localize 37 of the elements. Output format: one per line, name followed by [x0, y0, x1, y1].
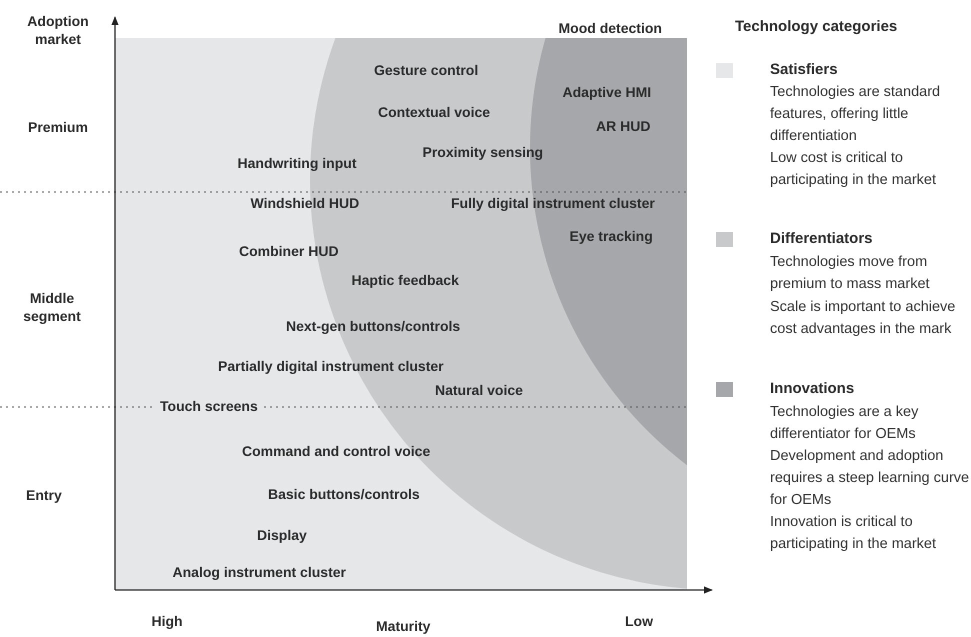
category-description: Innovation is critical to participating in the market — [770, 513, 938, 554]
technology-label: Basic buttons/controls — [268, 485, 420, 503]
category-description: Development and adoption requires a steep learning curve for OEMs — [770, 447, 970, 510]
technology-label: Gesture control — [374, 61, 478, 79]
tier-label: Entry — [26, 486, 62, 504]
technology-label: Haptic feedback — [352, 271, 459, 289]
technology-label: Handwriting input — [238, 154, 356, 172]
technology-label: Natural voice — [435, 381, 523, 399]
category-description: Low cost is critical to participating in the market — [770, 149, 938, 190]
category-description: Scale is important to achieve cost advantages in the mark — [770, 298, 956, 339]
technology-label: Proximity sensing — [422, 143, 544, 161]
technology-label: Contextual voice — [378, 103, 490, 121]
technology-label: Fully digital instrument cluster — [451, 194, 655, 212]
axis-title: Adoption market — [26, 12, 90, 48]
category-description: Technologies move from premium to mass market — [770, 253, 931, 294]
axis-tick-label: Low — [625, 612, 653, 630]
category-description: Technologies are standard features, offering little differentiation — [770, 83, 942, 146]
technology-label: Mood detection — [558, 19, 662, 37]
technology-label: Eye tracking — [570, 227, 653, 245]
legend-label: Differentiators — [770, 229, 873, 249]
technology-label: Display — [257, 526, 307, 544]
technology-label: Adaptive HMI — [562, 83, 652, 101]
technology-label: Command and control voice — [242, 442, 430, 460]
technology-label: Analog instrument cluster — [172, 563, 346, 581]
technology-label: Next-gen buttons/controls — [286, 317, 460, 335]
axis-title: Maturity — [376, 617, 430, 635]
technology-label: AR HUD — [596, 117, 650, 135]
tier-label: Middle segment — [22, 289, 82, 325]
technology-label: Partially digital instrument cluster — [218, 357, 444, 375]
category-description: Technologies are a key differentiator for OEMs — [770, 403, 920, 444]
technology-label: Windshield HUD — [250, 194, 360, 212]
legend-title: Technology categories — [735, 18, 898, 36]
axis-tick-label: High — [152, 612, 183, 630]
tier-label: Premium — [28, 118, 88, 136]
technology-label: Combiner HUD — [239, 242, 339, 260]
legend-label: Satisfiers — [770, 60, 838, 80]
legend-label: Innovations — [770, 379, 854, 399]
